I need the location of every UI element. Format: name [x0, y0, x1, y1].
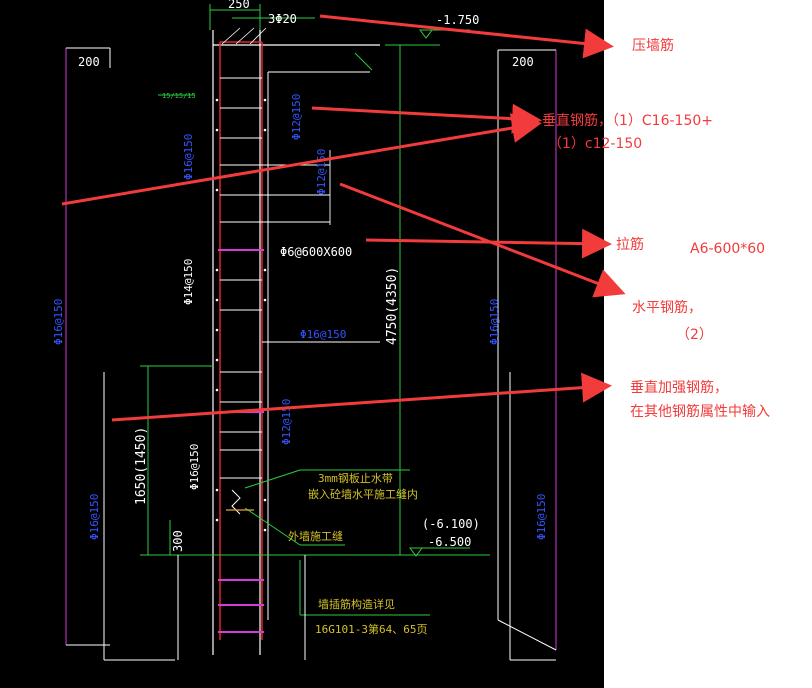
far-left-vertical-label: Φ16@150 — [52, 299, 65, 345]
small-top-label: 15/15/15 — [162, 92, 196, 100]
tie-bar-label: Φ6@600X600 — [280, 245, 352, 259]
arrow-vertical-bar-b — [61, 113, 542, 206]
arrow-vertical-bar-a — [311, 103, 542, 134]
dim-top-width: 250 — [228, 0, 250, 11]
elevation-bottom-b: -6.500 — [428, 535, 471, 549]
annotation-press-wall-bar: 压墙筋 — [632, 37, 674, 54]
waterstop-label-line2: 嵌入砼墙水平施工缝内 — [308, 487, 418, 501]
elevation-bottom-a: (-6.100) — [422, 517, 480, 531]
arrow-press-wall-bar — [319, 14, 614, 59]
annotation-background — [604, 0, 812, 688]
height-total-label: 4750(4350) — [385, 267, 400, 345]
annotation-vertical-bar-line2: （1）c12-150 — [548, 136, 642, 152]
vertical-mid-left-label: Φ14@150 — [182, 259, 195, 305]
annotation-horizontal-bar-line1: 水平钢筋， — [632, 299, 702, 316]
dowel-ref-line2: 16G101-3第64、65页 — [315, 622, 427, 636]
lower-left-height-label: 1650(1450) — [134, 427, 149, 505]
vertical-outer-left-label: Φ16@150 — [182, 134, 195, 180]
lower-bar-left-label: Φ16@150 — [188, 444, 201, 490]
cad-text-layer: 250 3Φ20 -1.750 200 200 15/15/15 Φ16@150… — [52, 0, 548, 636]
waterstop-label-line1: 3mm钢板止水带 — [318, 471, 393, 485]
annotation-vertical-add-line1: 垂直加强钢筋， — [630, 379, 728, 396]
cad-background — [0, 0, 604, 688]
vertical-inner-a-label: Φ12@150 — [290, 94, 303, 140]
annotation-text-layer: 压墙筋 垂直钢筋，（1）C16-150+ （1）c12-150 拉筋 A6-60… — [542, 37, 770, 420]
outer-joint-label: 外墙施工缝 — [288, 529, 343, 543]
cad-linework — [65, 4, 557, 661]
annotation-horizontal-bar-line2: （2） — [676, 327, 713, 343]
annotation-vertical-bar-line1: 垂直钢筋，（1）C16-150+ — [542, 112, 713, 129]
annotation-arrows — [61, 14, 626, 422]
lower-bar-right-label: Φ12@150 — [280, 399, 293, 445]
lower-far-left-label: Φ16@150 — [88, 494, 101, 540]
far-right-vertical-label: Φ16@150 — [488, 299, 501, 345]
dim-300-label: 300 — [171, 530, 185, 552]
annotation-tie-bar: 拉筋 — [616, 236, 644, 253]
top-rebar-label: 3Φ20 — [268, 12, 297, 26]
arrow-vertical-add — [111, 372, 612, 422]
horizontal-mid-label: Φ16@150 — [300, 328, 346, 341]
lower-far-right-label: Φ16@150 — [535, 494, 548, 540]
dim-right-200: 200 — [512, 55, 534, 69]
annotation-vertical-add-line2: 在其他钢筋属性中输入 — [630, 403, 770, 420]
dim-left-200: 200 — [78, 55, 100, 69]
vertical-inner-b-label: Φ12@150 — [315, 149, 328, 195]
arrow-horizontal-bar — [339, 182, 626, 298]
elevation-top: -1.750 — [436, 13, 479, 27]
annotation-tie-spec: A6-600*60 — [690, 241, 765, 257]
arrow-tie-bar — [365, 228, 612, 259]
dowel-ref-line1: 墙插筋构造详见 — [318, 597, 395, 611]
